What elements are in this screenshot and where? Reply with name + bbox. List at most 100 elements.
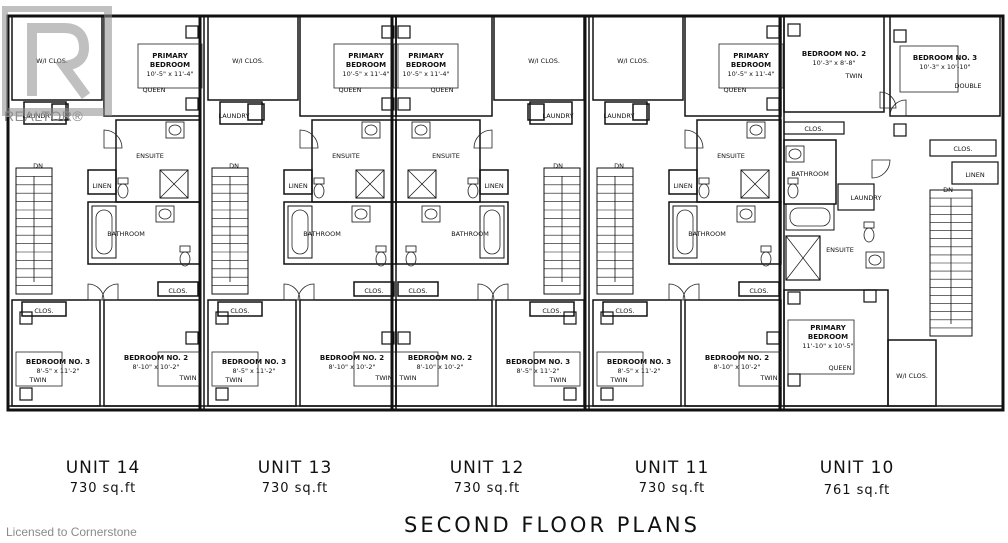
closet-label: CLOS. — [168, 287, 187, 295]
bathtub-basin — [789, 207, 831, 227]
bathroom-label: BATHROOM — [688, 230, 726, 238]
closet-walls — [157, 281, 199, 297]
ensuite-toilet — [698, 177, 710, 185]
unit-11-name: UNIT 11 — [635, 458, 710, 478]
bedroom-2-label: BEDROOM NO. 2 — [802, 50, 866, 58]
ensuite-sink — [411, 121, 431, 139]
closet-walls — [738, 281, 780, 297]
shower-diag — [407, 169, 437, 199]
window — [600, 311, 614, 325]
ensuite-sink — [165, 121, 185, 139]
linen-walls — [668, 169, 698, 195]
closet-label: W/I CLOS. — [617, 57, 649, 65]
bedroom-2-walls — [103, 299, 201, 407]
laundry-label: LAUNDRY — [543, 112, 574, 120]
bedroom-3-label: BEDROOM NO. 3 — [913, 54, 977, 62]
window — [397, 97, 411, 111]
bedroom-3-walls — [889, 15, 1001, 117]
window — [215, 387, 229, 401]
window — [893, 123, 907, 137]
staircase — [15, 167, 53, 295]
bedroom-2-label: BEDROOM NO. 2 — [705, 354, 769, 362]
bedroom-3-dims: 10'-3" x 10'-10" — [919, 63, 970, 71]
closet-label: CLOS. — [542, 307, 561, 315]
bed-size-label: TWIN — [374, 374, 392, 382]
bed-size-label: TWIN — [759, 374, 777, 382]
sink-basin — [354, 208, 368, 220]
window — [787, 291, 801, 305]
closet-label: CLOS. — [34, 307, 53, 315]
closet-walls — [529, 301, 575, 317]
bathroom-walls — [87, 201, 201, 265]
primary-bedroom-label: BEDROOM — [406, 61, 446, 69]
bed-double — [899, 45, 959, 93]
closet-label: CLOS. — [749, 287, 768, 295]
ensuite-shower — [159, 169, 189, 199]
linen-walls — [951, 161, 999, 185]
laundry-walls — [529, 101, 573, 125]
sink-basin — [868, 254, 882, 266]
ensuite-sink — [361, 121, 381, 139]
linen-walls — [479, 169, 509, 195]
bathroom-sink — [351, 205, 371, 223]
bedroom-2-dims: 8'-10" x 10'-2" — [416, 363, 463, 371]
bathroom-tub — [672, 205, 698, 259]
bed-size-label: QUEEN — [724, 86, 747, 94]
door-swing — [473, 129, 493, 149]
walk-in-closet-walls — [887, 339, 937, 407]
bedroom-3-label: BEDROOM NO. 3 — [26, 358, 90, 366]
window — [185, 97, 199, 111]
sink-basin — [739, 208, 753, 220]
toilet-bowl — [405, 251, 417, 267]
primary-bedroom-walls — [395, 15, 493, 117]
primary-bedroom-dims: 10'-5" x 11'-4" — [402, 70, 449, 78]
ensuite-toilet — [467, 177, 479, 185]
closet-walls — [21, 301, 67, 317]
plan-walls — [6, 14, 1005, 412]
staircase — [596, 167, 634, 295]
bedroom-2-dims: 10'-3" x 8'-8" — [813, 59, 856, 67]
bathtub-basin — [676, 209, 694, 255]
laundry-tub — [527, 103, 545, 121]
bedroom-2-dims: 8'-10" x 10'-2" — [328, 363, 375, 371]
window — [863, 289, 877, 303]
linen-label: LINEN — [484, 182, 504, 190]
door-swing — [297, 283, 315, 301]
bathroom-walls — [668, 201, 782, 265]
primary-bedroom-dims: 10'-5" x 11'-4" — [727, 70, 774, 78]
linen-label: LINEN — [92, 182, 112, 190]
bed-size-label: TWIN — [609, 376, 627, 384]
stair-dn-label: DN — [229, 162, 239, 170]
ensuite-walls — [311, 119, 397, 203]
linen-label: LINEN — [965, 171, 985, 179]
bedroom-2-walls — [395, 299, 493, 407]
ensuite-walls — [696, 119, 782, 203]
shower-diag — [159, 169, 189, 199]
window — [19, 387, 33, 401]
linen-walls — [87, 169, 117, 195]
bed-size-label: TWIN — [178, 374, 196, 382]
window — [185, 331, 199, 345]
toilet-bowl — [467, 183, 479, 199]
toilet-bowl — [760, 251, 772, 267]
closet-walls — [397, 281, 439, 297]
window — [563, 311, 577, 325]
bed-size-label: QUEEN — [143, 86, 166, 94]
bedroom-3-dims: 8'-5" x 11'-2" — [233, 367, 276, 375]
ensuite-label: ENSUITE — [717, 152, 745, 160]
toilet-bowl — [313, 183, 325, 199]
bed-queen — [787, 319, 855, 375]
stair-dn-label: DN — [553, 162, 563, 170]
bed-twin — [738, 351, 782, 387]
toilet-bowl — [179, 251, 191, 267]
bedroom-3-dims: 8'-5" x 11'-2" — [37, 367, 80, 375]
bedroom-3-label: BEDROOM NO. 3 — [222, 358, 286, 366]
bathroom-toilet — [787, 177, 799, 185]
primary-bedroom-label: PRIMARY — [733, 52, 770, 60]
bed-size-label: TWIN — [398, 374, 416, 382]
bedroom-2-walls — [684, 299, 782, 407]
bed-size-label: DOUBLE — [954, 82, 981, 90]
bathroom-toilet — [760, 245, 772, 253]
bathroom-label: BATHROOM — [107, 230, 145, 238]
